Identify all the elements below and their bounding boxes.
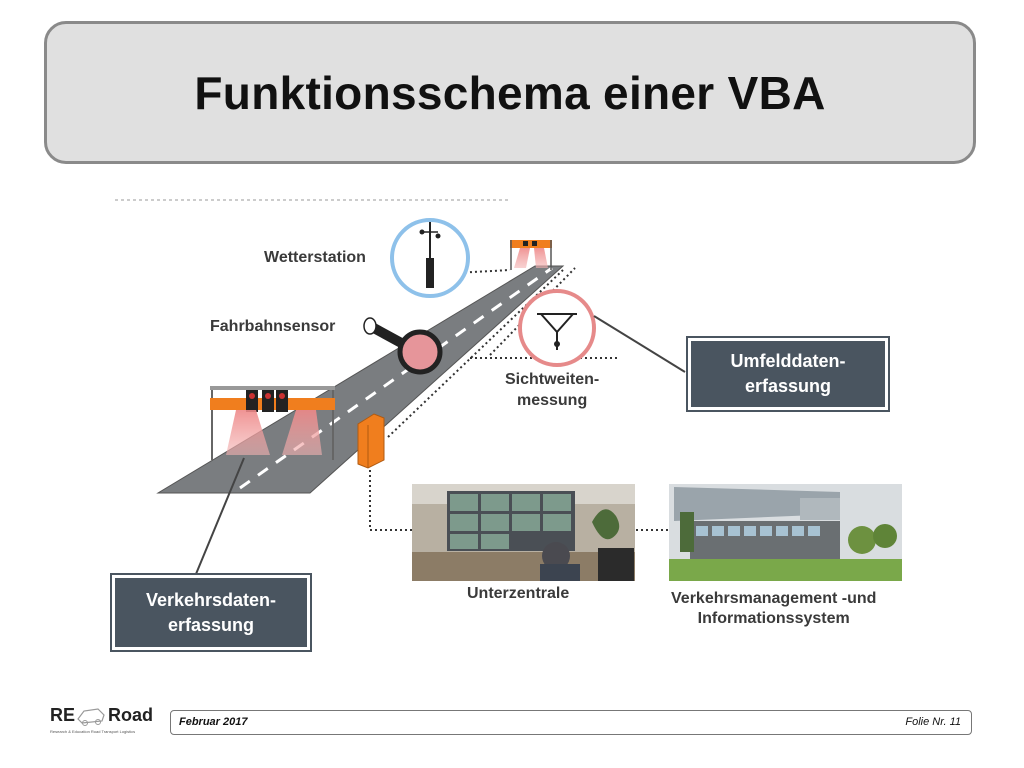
footer-bar: Februar 2017 Folie Nr. 11 xyxy=(170,710,972,735)
truck-icon xyxy=(77,708,105,726)
verkehr-connector xyxy=(195,457,245,575)
footer-date: Februar 2017 xyxy=(179,716,248,728)
title-box: Funktionsschema einer VBA xyxy=(44,21,976,164)
roadside-cabinet xyxy=(357,413,385,469)
umfeld-line1: Umfelddaten- xyxy=(730,351,846,371)
verkehrsdaten-box: Verkehrsdaten- erfassung xyxy=(110,573,312,652)
near-gantry xyxy=(210,386,335,460)
logo-re: RE xyxy=(50,705,76,725)
footer-page-number: Folie Nr. 11 xyxy=(905,716,961,728)
umfelddaten-box: Umfelddaten- erfassung xyxy=(686,336,890,412)
vms-line2: Informationssystem xyxy=(697,610,850,627)
vms-label: Verkehrsmanagement -und Informationssyst… xyxy=(671,589,876,629)
vms-line1: Verkehrsmanagement -und xyxy=(671,590,877,607)
logo-road: Road xyxy=(108,705,153,725)
unterzentrale-photo xyxy=(412,484,635,581)
umfeld-connector xyxy=(593,315,686,373)
fahrbahnsensor-label: Fahrbahnsensor xyxy=(210,318,336,335)
slide-title: Funktionsschema einer VBA xyxy=(194,66,826,119)
weather-station-icon xyxy=(390,218,470,298)
umfeld-line2: erfassung xyxy=(744,376,832,396)
verkehr-line1: Verkehrsdaten- xyxy=(145,589,277,610)
vms-building-photo xyxy=(669,484,902,581)
road-centerline xyxy=(239,266,553,490)
road-sensor-magnifier-icon xyxy=(363,317,443,375)
verkehr-line2: erfassung xyxy=(167,614,255,635)
sichtweiten-line2: messung xyxy=(516,392,588,409)
reroad-logo: RE Road Research & Education Road Transp… xyxy=(50,705,160,739)
far-gantry xyxy=(510,240,552,270)
logo-tagline: Research & Education Road Transport Logi… xyxy=(50,729,136,734)
unterzentrale-label: Unterzentrale xyxy=(467,585,570,602)
wetterstation-label: Wetterstation xyxy=(264,249,366,266)
visibility-sensor-icon xyxy=(518,289,596,367)
sichtweiten-label: Sichtweiten- messung xyxy=(505,369,599,411)
sichtweiten-line1: Sichtweiten- xyxy=(505,371,600,388)
